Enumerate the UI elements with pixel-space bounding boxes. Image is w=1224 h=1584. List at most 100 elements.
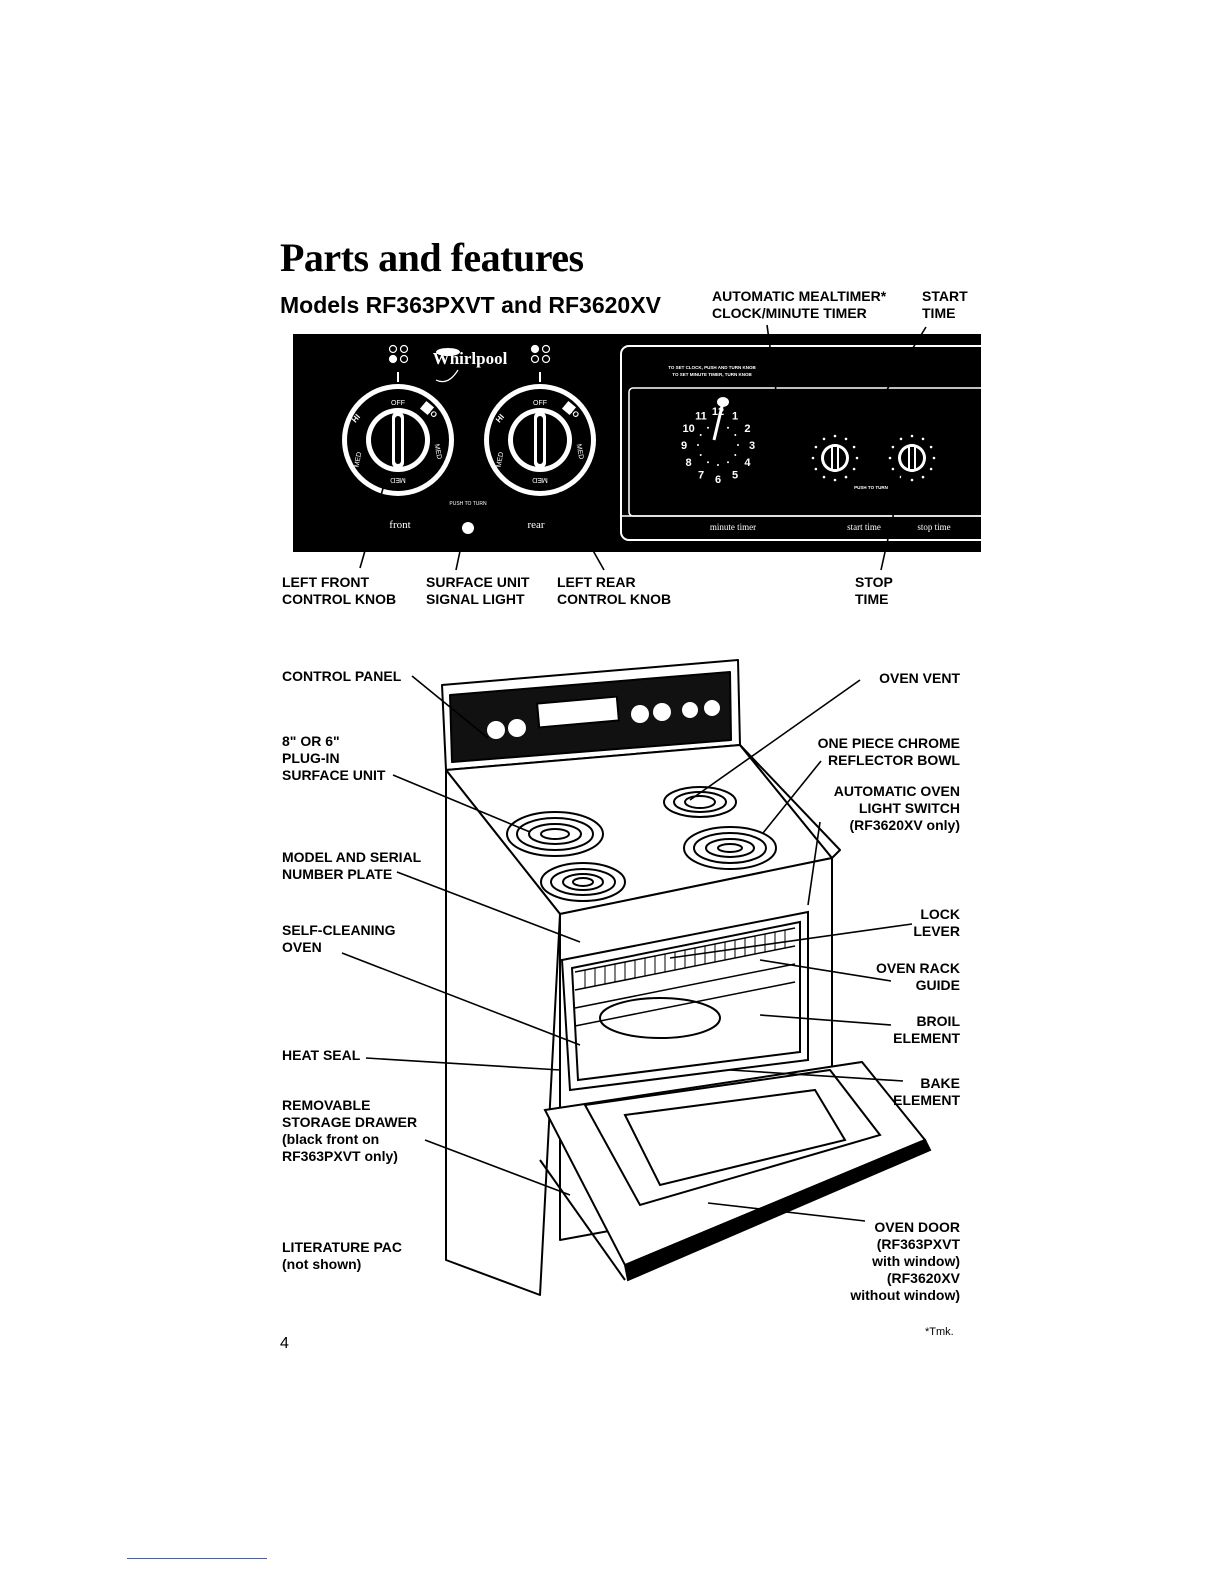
minute-tick (707, 461, 709, 464)
clock-number: 8 (686, 457, 692, 469)
minute-tick (734, 454, 737, 456)
svg-text:OFF: OFF (391, 400, 405, 407)
page-number: 4 (280, 1335, 289, 1352)
callout-heat-seal: HEAT SEAL (282, 1047, 361, 1063)
svg-text:MED: MED (496, 451, 506, 468)
svg-text:MED: MED (390, 476, 406, 483)
clock-number: 5 (732, 469, 738, 481)
knob-tick (814, 445, 818, 449)
left-front-knob: OFF HI LO MED MED MED (342, 384, 454, 496)
trademark-note: *Tmk. (925, 1326, 954, 1338)
clock-instruction-1: TO SET CLOCK, PUSH AND TURN KNOB (668, 365, 756, 370)
clock-number: 4 (744, 457, 751, 469)
svg-text:OFF: OFF (533, 400, 547, 407)
oven-door (539, 1060, 932, 1282)
knob-tick (921, 437, 925, 441)
clock-number: 11 (695, 411, 707, 423)
knob-tick (833, 434, 837, 438)
stop-time-label: stop time (917, 522, 950, 532)
panel-leader-lines (359, 324, 927, 571)
knob-tick (844, 475, 848, 479)
knob-tick (814, 467, 818, 471)
knob-tick (929, 467, 933, 471)
clock-number: 2 (744, 423, 750, 435)
minute-tick (707, 426, 709, 429)
callout-control-panel: CONTROL PANEL (282, 668, 402, 684)
brand-name: Whirlpool (433, 349, 508, 368)
clock-number: 7 (698, 469, 704, 481)
clock-hand (712, 397, 729, 441)
knob-tick (910, 478, 914, 482)
clock-number: 10 (682, 423, 694, 435)
clock-instruction-2: TO SET MINUTE TIMER, TURN KNOB (672, 372, 752, 377)
svg-text:MED: MED (433, 443, 443, 460)
svg-text:MED: MED (532, 476, 548, 483)
models-subtitle: Models RF363PXVT and RF3620XV (280, 292, 661, 318)
clock-number: 1 (732, 411, 738, 423)
surface-units (506, 786, 777, 902)
clock-number: 6 (715, 474, 721, 486)
left-rear-knob: OFF HI LO MED MED MED (484, 384, 596, 496)
push-to-turn-label: PUSH TO TURN (449, 501, 487, 507)
knob-tick (852, 445, 856, 449)
minute-tick (727, 426, 729, 429)
range-leader-lines (341, 675, 913, 1222)
minute-tick (727, 461, 729, 464)
whirlpool-logo: Whirlpool (433, 348, 508, 383)
indicator-dots-left (388, 344, 409, 364)
knob-tick (833, 478, 837, 482)
knob-tick (910, 434, 914, 438)
front-label: front (389, 519, 410, 531)
knob-tick (899, 437, 903, 441)
callout-literature-pac: LITERATURE PAC(not shown) (282, 1239, 403, 1272)
knob-tick (811, 456, 815, 460)
knob-tick (891, 445, 895, 449)
callout-oven-vent: OVEN VENT (879, 670, 960, 686)
knob-tick (844, 437, 848, 441)
svg-text:MED: MED (354, 451, 364, 468)
minute-tick (717, 464, 719, 466)
minute-tick (699, 434, 702, 436)
minute-tick (697, 444, 699, 446)
knob-tick (888, 456, 892, 460)
knob-tick (891, 467, 895, 471)
knob-tick (855, 456, 859, 460)
minute-tick (734, 434, 737, 436)
knob-tick (852, 467, 856, 471)
minute-tick (699, 454, 702, 456)
svg-text:PUSH TO TURN: PUSH TO TURN (854, 485, 888, 490)
rear-label: rear (527, 519, 544, 531)
knob-tick (929, 445, 933, 449)
start-time-label: start time (847, 522, 881, 532)
svg-text:HI: HI (350, 412, 362, 424)
stop-time-knob (898, 444, 926, 472)
knob-tick (932, 456, 936, 460)
knob-tick (921, 475, 925, 479)
start-time-knob (821, 444, 849, 472)
minute-timer-label: minute timer (710, 522, 756, 532)
footnote-rule (127, 1558, 267, 1559)
svg-text:HI: HI (494, 412, 506, 424)
page-title: Parts and features (280, 235, 584, 280)
clock-number: 9 (681, 440, 687, 452)
callout-mealtimer: AUTOMATIC MEALTIMER*CLOCK/MINUTE TIMER (712, 288, 887, 321)
clock-number: 3 (749, 440, 755, 452)
